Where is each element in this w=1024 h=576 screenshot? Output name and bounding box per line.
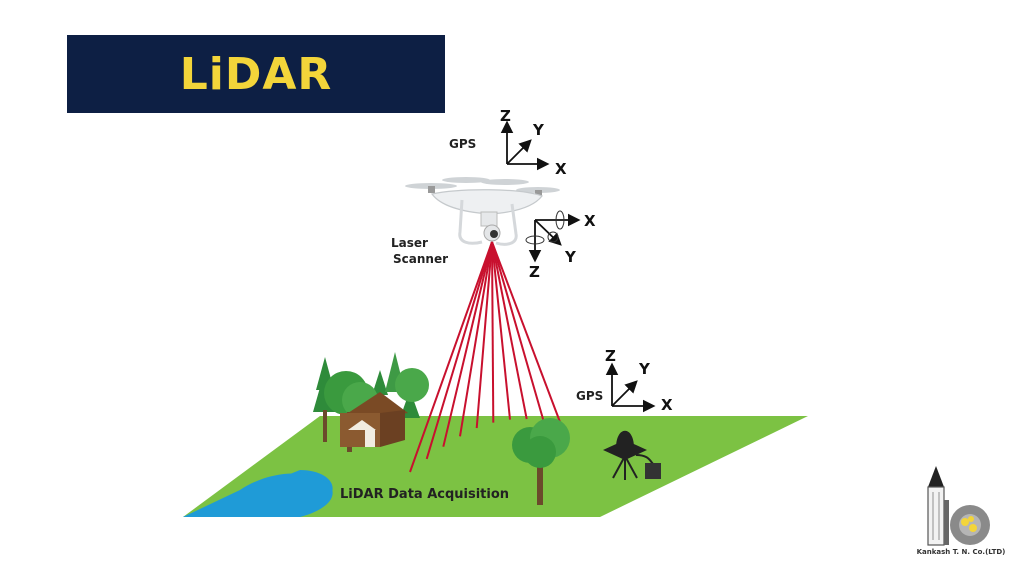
cabin <box>340 392 408 447</box>
axis-label-x: X <box>555 160 567 178</box>
drone <box>405 177 560 246</box>
pine-tree <box>372 370 388 395</box>
laser-beam <box>491 241 528 420</box>
tree-foreground <box>512 418 570 505</box>
laser-beam <box>475 241 493 429</box>
laser-label: Laser <box>391 236 428 250</box>
laser-beam <box>491 241 495 423</box>
cabin-gable <box>348 420 376 430</box>
scanner-label: Scanner <box>393 252 448 266</box>
drone-gimbal <box>480 211 498 227</box>
title-banner: LiDAR <box>67 35 445 113</box>
axis-label-z: Z <box>529 263 540 281</box>
ground-gps-axes: Z Y X <box>605 347 673 414</box>
round-tree <box>524 436 556 468</box>
logo-pencil-body <box>927 486 945 546</box>
round-tree <box>395 368 429 402</box>
cabin-side <box>380 410 405 447</box>
water-shore <box>183 473 333 517</box>
drone-body <box>430 189 543 215</box>
drone-gps-axes: Z Y X <box>500 107 567 178</box>
acquisition-label: LiDAR Data Acquisition <box>340 487 509 502</box>
propeller <box>481 179 529 185</box>
axis-label-y: Y <box>532 121 545 139</box>
logo-pencil-tip <box>928 466 944 487</box>
ground-plane <box>183 416 808 517</box>
company-logo <box>927 466 990 546</box>
laser-beam <box>491 241 545 421</box>
tree-trunk <box>537 450 543 505</box>
gps-label-drone: GPS <box>449 137 476 151</box>
gps-base-station <box>603 430 661 480</box>
axis-label-z: Z <box>605 347 616 365</box>
cabin-roof <box>345 392 408 418</box>
scanner-axes: X Y Z <box>525 210 596 281</box>
axis-label-z: Z <box>500 107 511 125</box>
rotation-ring <box>547 231 559 243</box>
rotation-ring <box>555 210 565 230</box>
gps-dome <box>616 430 634 448</box>
gps-receiver-box <box>645 463 661 479</box>
laser-beam <box>491 241 511 420</box>
laser-beam <box>409 241 493 473</box>
laser-beam <box>459 241 493 437</box>
tree-trunk <box>323 410 327 442</box>
laser-beam <box>491 241 561 423</box>
laser-beams <box>409 241 561 473</box>
cabin-door <box>365 430 375 447</box>
page-title: LiDAR <box>179 48 333 100</box>
axis-label-x: X <box>661 396 673 414</box>
laser-beam <box>425 241 493 460</box>
logo-caption: Kankash T. N. Co.(LTD) <box>916 548 1006 556</box>
axis-label-y: Y <box>638 360 651 378</box>
rotation-ring <box>525 235 545 245</box>
propeller <box>442 177 490 183</box>
gps-label-ground: GPS <box>576 389 603 403</box>
axis-label-x: X <box>584 212 596 230</box>
laser-beam <box>442 241 493 447</box>
axis-label-y: Y <box>564 248 577 266</box>
